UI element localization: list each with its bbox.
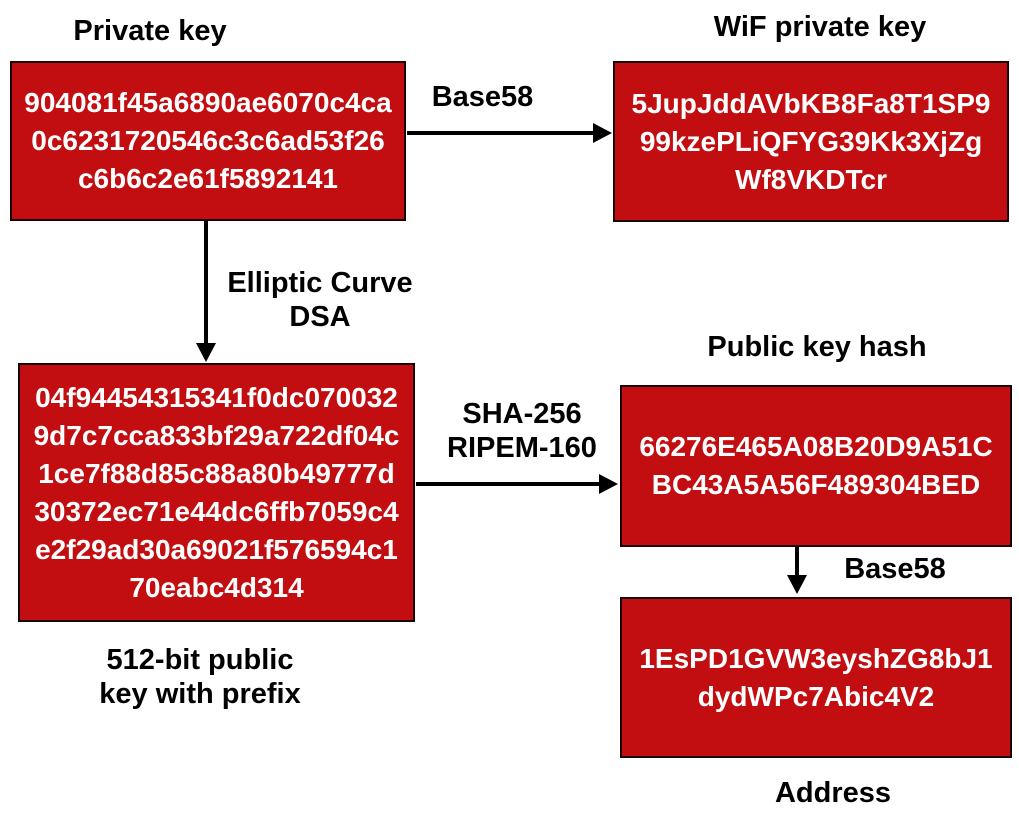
arrow-line xyxy=(795,547,799,577)
edge-label-base58-top: Base58 xyxy=(431,81,534,113)
private-key-title: Private key xyxy=(73,15,227,47)
public-key-box: 04f94454315341f0dc070032 9d7c7cca833bf29… xyxy=(18,363,415,622)
private-key-box: 904081f45a6890ae6070c4ca 0c6231720546c3c… xyxy=(10,61,406,221)
address-box: 1EsPD1GVW3eyshZG8bJ1 dydWPc7Abic4V2 xyxy=(620,597,1012,758)
edge-label-ecdsa: Elliptic Curve DSA xyxy=(227,267,413,333)
public-key-text-line: 70eabc4d314 xyxy=(129,571,304,603)
public-key-text-line: 9d7c7cca833bf29a722df04c xyxy=(33,419,400,451)
address-text-line: dydWPc7Abic4V2 xyxy=(697,680,935,712)
private-key-text-line: 0c6231720546c3c6ad53f26 xyxy=(31,125,385,156)
public-key-text-line: e2f29ad30a69021f576594c1 xyxy=(35,533,398,565)
wif-private-key-text-line: 99kzePLiQFYG39Kk3XjZg xyxy=(639,125,983,157)
wif-private-key-text-line: 5JupJddAVbKB8Fa8T1SP9 xyxy=(631,87,991,119)
public-key-title: 512-bit public key with prefix xyxy=(99,644,301,710)
public-key-hash-title: Public key hash xyxy=(707,331,927,363)
public-key-text-line: 1ce7f88d85c88a80b49777d xyxy=(38,457,395,489)
private-key-text-line: 904081f45a6890ae6070c4ca xyxy=(24,87,392,118)
address-text-line: 1EsPD1GVW3eyshZG8bJ1 xyxy=(639,642,993,674)
public-key-text-line: 30372ec71e44dc6ffb7059c4 xyxy=(34,495,399,527)
address-title: Address xyxy=(774,777,892,809)
wif-private-key-title: WiF private key xyxy=(713,11,927,43)
wif-private-key-text-line: Wf8VKDTcr xyxy=(735,163,887,195)
public-key-text-line: 04f94454315341f0dc070032 xyxy=(35,381,398,413)
arrow-head-icon xyxy=(593,123,612,143)
arrow-head-icon xyxy=(787,575,807,594)
arrow-line xyxy=(416,482,601,486)
arrow-line xyxy=(407,131,596,135)
private-key-text-line: c6b6c2e61f5892141 xyxy=(77,163,338,194)
edge-label-sha-ripemd: SHA-256 RIPEM-160 xyxy=(447,398,597,464)
arrow-head-icon xyxy=(196,343,216,362)
edge-label-base58-bottom: Base58 xyxy=(844,553,946,585)
arrow-head-icon xyxy=(599,474,618,494)
wif-private-key-box: 5JupJddAVbKB8Fa8T1SP9 99kzePLiQFYG39Kk3X… xyxy=(613,61,1009,222)
public-key-hash-box: 66276E465A08B20D9A51C BC43A5A56F489304BE… xyxy=(620,385,1012,547)
public-key-hash-text-line: BC43A5A56F489304BED xyxy=(651,469,981,500)
public-key-hash-text-line: 66276E465A08B20D9A51C xyxy=(639,431,993,462)
arrow-line xyxy=(204,221,208,345)
